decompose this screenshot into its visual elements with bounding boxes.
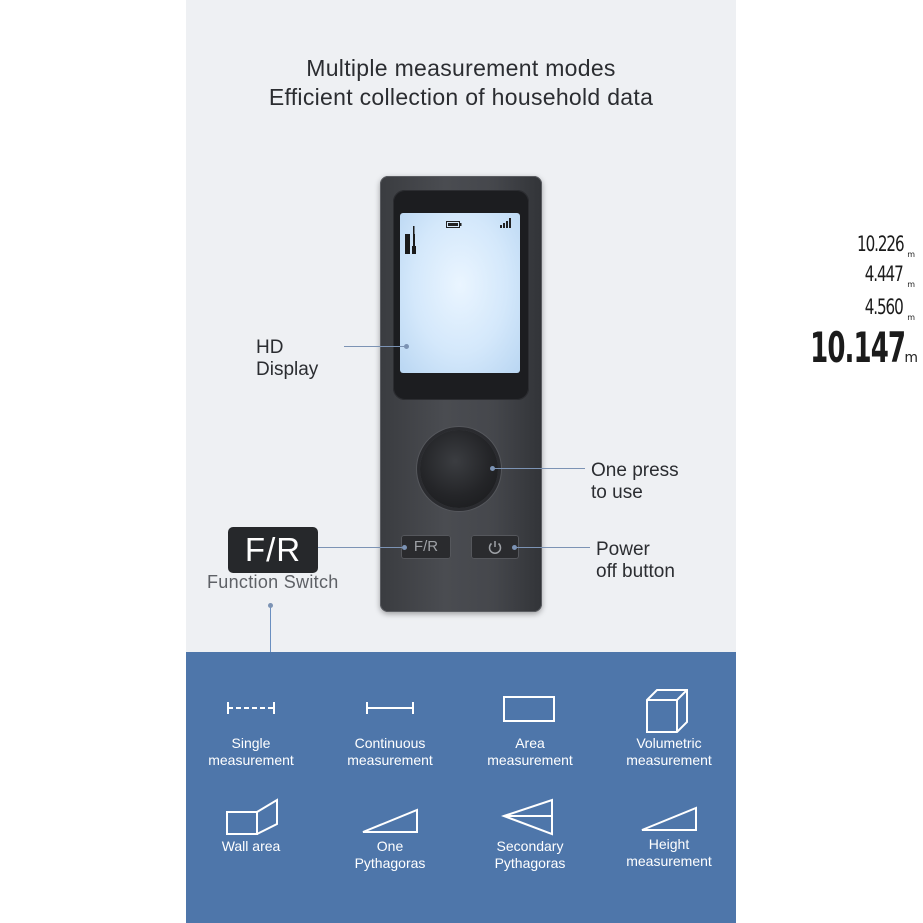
reading-2: 4.447 [865,262,904,286]
measure-button[interactable] [420,430,498,508]
reference-point-icon [405,226,416,254]
press-leader-dot [490,466,495,471]
wall-area-icon [226,798,278,835]
mode-height: Height measurement [599,804,739,870]
mode-label: Continuous measurement [347,735,433,768]
power-leader-dot [512,545,517,550]
cube-icon [646,689,688,733]
unit-label: m [904,350,918,366]
mode-label: Secondary Pythagoras [494,838,566,871]
mode-label: Single measurement [208,735,294,768]
unit-label: m [907,313,915,322]
fr-button[interactable]: F/R [401,535,451,559]
battery-icon [446,221,462,228]
function-switch-label: Function Switch [207,572,339,592]
double-triangle-icon [501,798,553,836]
press-leader-line [493,468,585,469]
fr-badge: F/R [228,527,318,573]
mode-volumetric: Volumetric measurement [599,686,739,769]
height-triangle-icon [641,806,697,831]
power-button[interactable] [471,535,519,559]
mode-label: Wall area [221,838,281,854]
triangle-icon [362,808,418,833]
mode-label: Area measurement [487,735,573,768]
single-measure-icon [227,702,275,714]
unit-label: m [907,280,915,289]
lcd-screen [400,213,520,373]
signal-icon [500,218,511,228]
display-leader-line [344,346,406,347]
one-press-callout: One press to use [591,460,679,503]
mode-secondary-pythagoras: Secondary Pythagoras [460,798,600,872]
unit-label: m [907,250,915,259]
area-icon [503,696,555,722]
mode-label: Height measurement [626,836,712,869]
mode-continuous: Continuous measurement [320,695,460,769]
power-off-callout: Power off button [596,539,675,582]
mode-area: Area measurement [460,695,600,769]
mode-wall-area: Wall area [181,798,321,855]
function-switch-line [270,605,271,652]
reading-3: 4.560 [865,295,904,319]
mode-label: One Pythagoras [354,838,426,871]
continuous-measure-icon [366,702,414,714]
mode-one-pythagoras: One Pythagoras [320,806,460,872]
reading-1: 10.226 [856,232,905,256]
headline-line-1: Multiple measurement modes [306,55,616,81]
display-leader-dot [404,344,409,349]
fr-leader-line [318,547,404,548]
mode-single: Single measurement [181,695,321,769]
main-reading: 10.147 [810,323,906,372]
mode-label: Volumetric measurement [626,735,712,768]
power-leader-line [514,547,590,548]
function-switch-dot [268,603,273,608]
power-icon [488,541,502,554]
modes-band [186,652,736,923]
hd-display-callout: HD Display [256,337,319,380]
fr-leader-dot [402,545,407,550]
headline-line-2: Efficient collection of household data [268,84,654,110]
